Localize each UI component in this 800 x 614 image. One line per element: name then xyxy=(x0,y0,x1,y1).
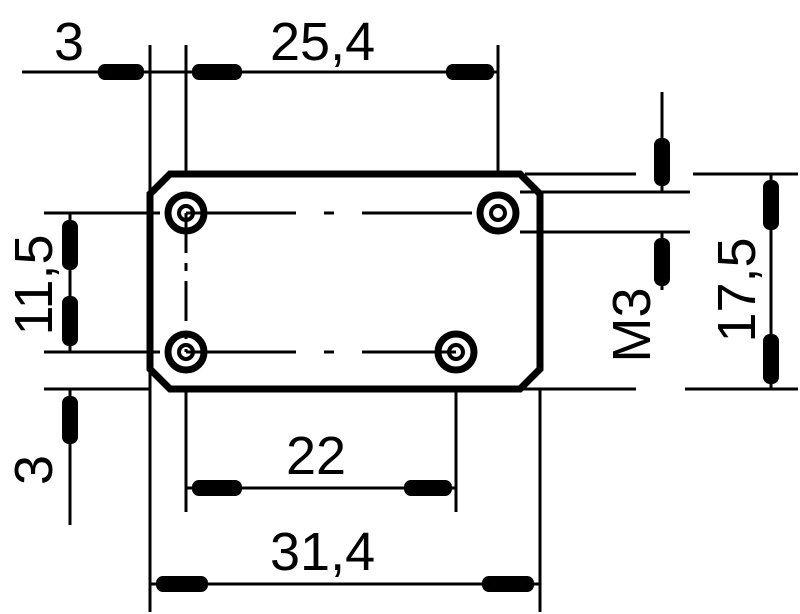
dim-edge-offset-top: 3 xyxy=(54,12,84,72)
mounting-holes xyxy=(164,191,520,374)
dim-hole-spacing-top: 25,4 xyxy=(270,12,375,72)
center-lines xyxy=(184,211,498,354)
dim-overall-width: 31,4 xyxy=(270,522,375,582)
dim-thread-size: M3 xyxy=(602,287,662,362)
hole-top-right xyxy=(476,191,520,235)
part-outline xyxy=(146,170,544,393)
hole-bottom-right xyxy=(434,330,478,374)
dim-hole-spacing-vertical: 11,5 xyxy=(4,234,64,335)
dim-overall-height: 17,5 xyxy=(707,237,767,342)
dim-edge-offset-bottom: 3 xyxy=(4,455,64,485)
hole-top-left xyxy=(164,191,208,235)
arrowheads xyxy=(62,64,779,592)
dim-hole-spacing-bottom: 22 xyxy=(286,426,346,486)
extension-lines xyxy=(44,45,798,612)
hole-bottom-left xyxy=(164,330,208,374)
